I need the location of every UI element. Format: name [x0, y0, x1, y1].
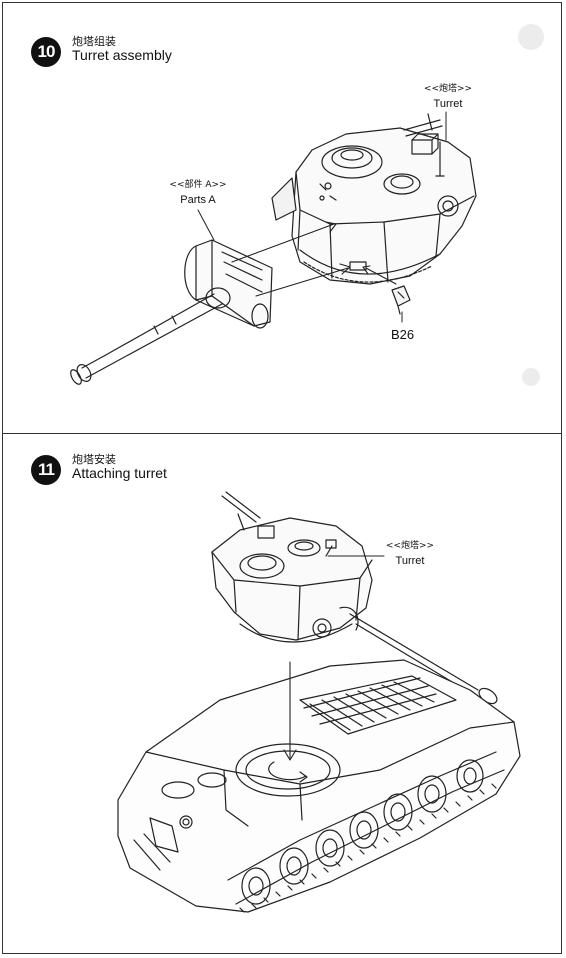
bleed-through-mark — [522, 368, 540, 386]
road-wheels — [241, 759, 484, 905]
callout-cn: <<炮塔>> — [423, 84, 473, 94]
step-11-title-en: Attaching turret — [72, 465, 167, 481]
parts-a-gun-drawing — [70, 239, 273, 385]
step-10-title-en: Turret assembly — [72, 47, 172, 63]
step-11-title-cn: 炮塔安装 — [72, 453, 116, 466]
callout-cn: <<部件 A>> — [169, 180, 227, 190]
insert-arrow-11 — [283, 661, 297, 761]
step-11-turret-callout: <<炮塔>> Turret — [380, 539, 440, 569]
step-10-number: 10 — [37, 42, 56, 61]
section-divider — [2, 433, 562, 434]
bleed-through-mark — [518, 24, 544, 50]
step-11-number: 11 — [38, 460, 55, 479]
hull-drawing-11 — [117, 659, 521, 913]
step-10-title-cn: 炮塔组装 — [72, 35, 116, 48]
callout-cn: <<炮塔>> — [385, 541, 435, 551]
step-10-turret-callout: <<炮塔>> Turret — [418, 82, 478, 112]
step-10-badge: 10 — [31, 37, 61, 67]
callout-en: Turret — [433, 98, 463, 110]
part-b26-label: B26 — [391, 327, 415, 342]
step-11-badge: 11 — [31, 455, 61, 485]
parts-a-leader — [197, 209, 215, 241]
turret-shell-drawing — [271, 113, 477, 285]
turret-drawing-11 — [211, 491, 498, 705]
part-b26-drawing — [391, 285, 411, 315]
callout-en: Parts A — [180, 194, 216, 206]
callout-en: Turret — [395, 555, 425, 567]
assembly-arrows-10 — [231, 221, 397, 297]
step-10-parts-callout: <<部件 A>> Parts A — [163, 178, 233, 208]
